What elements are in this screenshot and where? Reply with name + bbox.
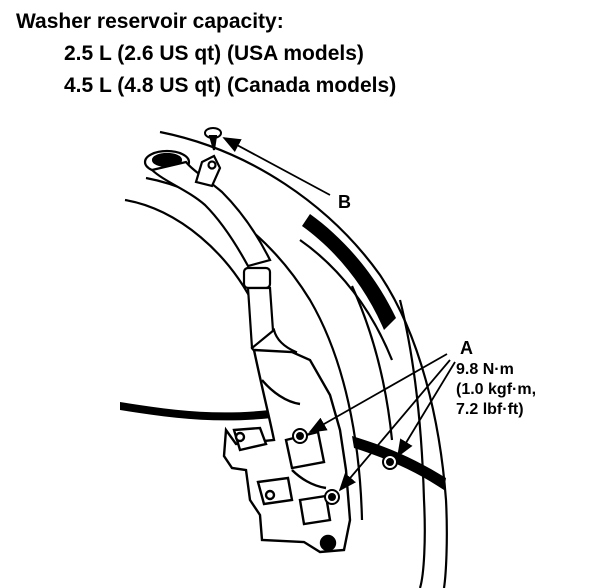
- capacity-usa: 2.5 L (2.6 US qt) (USA models): [64, 42, 364, 65]
- filler-neck: [143, 149, 272, 268]
- clip-b: [204, 127, 222, 151]
- inner-fender-shading: [120, 214, 446, 490]
- callout-b-label: B: [338, 192, 351, 212]
- callout-a-torque-lbf: 7.2 lbf·ft): [456, 401, 524, 418]
- callout-a-torque-nm: 9.8 N·m: [456, 361, 514, 378]
- callout-a-label: A: [460, 338, 473, 358]
- bolt-a-right: [382, 454, 398, 470]
- bolt-a-lower: [324, 489, 340, 505]
- callout-a-torque-kgf: (1.0 kgf·m,: [456, 381, 536, 398]
- bolt-a-upper: [292, 428, 308, 444]
- capacity-canada: 4.5 L (4.8 US qt) (Canada models): [64, 74, 397, 97]
- capacity-title: Washer reservoir capacity:: [16, 10, 284, 33]
- leader-lines: [222, 137, 456, 492]
- washer-reservoir: [222, 348, 352, 554]
